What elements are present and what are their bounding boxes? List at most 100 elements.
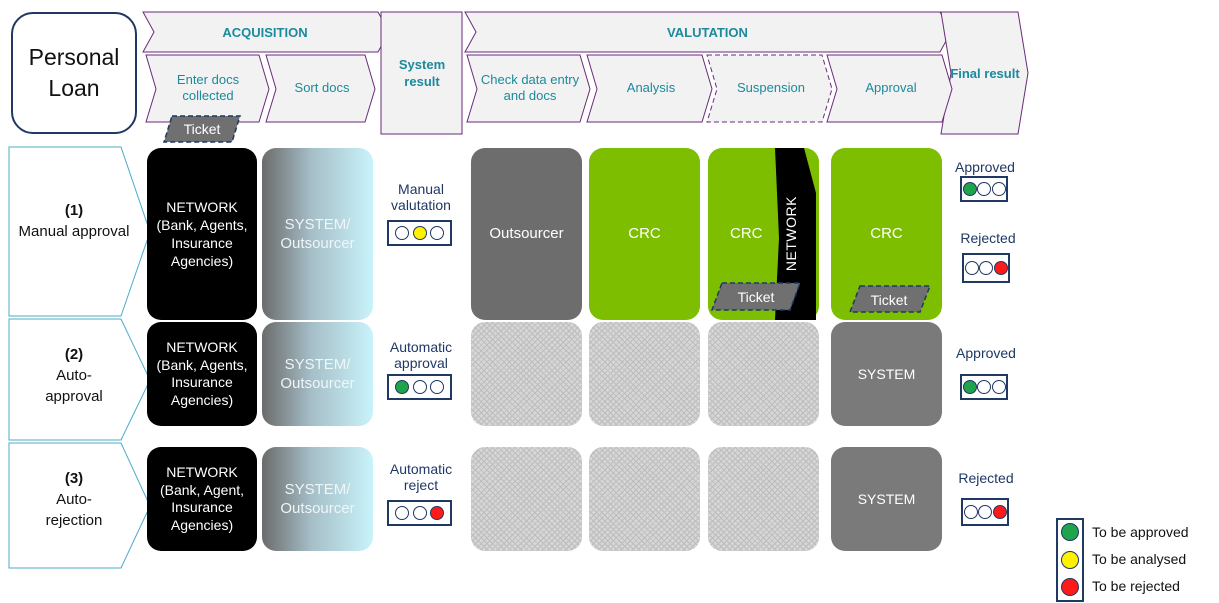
row-2-arrow — [8, 318, 151, 441]
light-off-icon — [963, 505, 978, 519]
final-approved-label-row1: Approved — [955, 159, 1015, 175]
step-analysis-label: Analysis — [626, 79, 676, 95]
card-empty-analysis-row3 — [589, 447, 700, 551]
light-off-icon — [991, 182, 1006, 196]
card-outsourcer-row1: Outsourcer — [471, 148, 582, 320]
traffic-light-auto-reject — [387, 500, 452, 526]
step-approval-label: Approval — [865, 79, 917, 95]
phase-final-result-arrow — [940, 11, 1029, 135]
ticket-label-approval: Ticket — [870, 291, 908, 308]
phase-valutation-arrow — [464, 11, 952, 53]
card-crc-analysis-row1: CRC — [589, 148, 700, 320]
card-system-outsourcer-row2: SYSTEM/ Outsourcer — [262, 322, 373, 426]
step-sort-docs-arrow — [265, 54, 376, 123]
ticket-label-enter-docs: Ticket — [183, 121, 221, 137]
step-approval-arrow — [826, 54, 953, 123]
title-box: Personal Loan — [11, 12, 137, 134]
traffic-light-auto-approval — [387, 374, 452, 400]
row-3-title: (3) Auto-rejection — [14, 468, 134, 531]
ticket-shape-enter-docs — [162, 115, 242, 143]
card-crc-suspension-label: CRC — [730, 225, 763, 243]
step-check-data-arrow — [466, 54, 591, 123]
light-off-icon — [394, 506, 409, 520]
light-off-icon — [430, 226, 445, 240]
legend-label-analysed: To be analysed — [1092, 551, 1187, 567]
row-3-arrow — [8, 442, 151, 569]
row-2-number: (2) — [64, 346, 84, 363]
light-off-icon — [977, 380, 991, 394]
card-system-approval-row3: SYSTEM — [831, 447, 942, 551]
network-suspension-arrow — [775, 148, 816, 320]
light-off-icon — [430, 380, 445, 394]
light-yellow-icon — [412, 226, 427, 240]
light-off-icon — [964, 261, 979, 275]
row-1-arrow — [8, 146, 151, 317]
traffic-light-final-approved-row1 — [960, 176, 1008, 202]
ticket-shape-suspension — [710, 282, 802, 311]
light-off-icon — [412, 380, 427, 394]
light-green-icon — [962, 380, 977, 394]
ticket-shape-approval — [848, 285, 932, 313]
phase-system-result-arrow — [380, 11, 463, 135]
traffic-light-final-approved-row2 — [960, 374, 1008, 400]
row-1-number: (1) — [64, 202, 84, 219]
light-red-icon — [993, 261, 1008, 275]
card-system-approval-row2: SYSTEM — [831, 322, 942, 426]
phase-acquisition-arrow — [142, 11, 390, 53]
light-off-icon — [979, 261, 993, 275]
legend-green-icon — [1061, 523, 1079, 541]
row-1-title: (1) Manual approval — [14, 200, 134, 242]
light-red-icon — [992, 505, 1007, 519]
step-enter-docs-label: Enter docs collected — [176, 71, 240, 103]
card-network-row3: NETWORK (Bank, Agent, Insurance Agencies… — [147, 447, 257, 551]
step-suspension-arrow — [706, 54, 833, 123]
legend-label-rejected: To be rejected — [1092, 578, 1180, 594]
light-red-icon — [430, 506, 445, 520]
final-rejected-label-row1: Rejected — [960, 230, 1016, 246]
card-network-row2: NETWORK (Bank, Agents, Insurance Agencie… — [147, 322, 257, 426]
row-3-name: Auto-rejection — [45, 491, 103, 529]
light-green-icon — [962, 182, 977, 196]
step-suspension-label: Suspension — [737, 79, 805, 95]
step-sort-docs-label: Sort docs — [294, 79, 350, 95]
traffic-light-final-rejected-row3 — [961, 498, 1009, 526]
card-empty-suspension-row2 — [708, 322, 819, 426]
row-1-name: Manual approval — [18, 223, 130, 240]
system-result-auto-approval-label: Automatic approval — [389, 339, 453, 372]
legend-red-icon — [1061, 578, 1079, 596]
card-empty-check-row3 — [471, 447, 582, 551]
row-2-title: (2) Auto-approval — [14, 344, 134, 407]
card-empty-analysis-row2 — [589, 322, 700, 426]
step-check-data-label: Check data entry and docs — [480, 71, 580, 103]
traffic-light-final-rejected-row1 — [962, 253, 1010, 283]
card-empty-suspension-row3 — [708, 447, 819, 551]
legend-yellow-icon — [1061, 551, 1079, 569]
light-green-icon — [394, 380, 409, 394]
phase-valutation-label: VALUTATION — [667, 24, 748, 40]
final-approved-label-row2: Approved — [956, 345, 1016, 361]
diagram-title: Personal Loan — [28, 43, 120, 101]
card-empty-check-row2 — [471, 322, 582, 426]
light-off-icon — [394, 226, 409, 240]
ticket-label-suspension: Ticket — [737, 289, 775, 305]
card-system-outsourcer-row1: SYSTEM/ Outsourcer — [262, 148, 373, 320]
light-off-icon — [977, 182, 991, 196]
phase-acquisition-label: ACQUISITION — [222, 24, 308, 40]
system-result-auto-reject-label: Automatic reject — [389, 461, 453, 494]
card-system-outsourcer-row3: SYSTEM/ Outsourcer — [262, 447, 373, 551]
legend-label-approved: To be approved — [1092, 524, 1189, 540]
row-3-number: (3) — [64, 470, 84, 487]
step-analysis-arrow — [586, 54, 713, 123]
light-off-icon — [412, 506, 427, 520]
card-network-row1: NETWORK (Bank, Agents, Insurance Agencie… — [147, 148, 257, 320]
light-off-icon — [991, 380, 1006, 394]
step-enter-docs-arrow — [145, 54, 270, 123]
light-off-icon — [978, 505, 992, 519]
phase-final-result-label: Final result — [950, 65, 1020, 81]
phase-system-result-label: System result — [398, 57, 446, 89]
system-result-manual-label: Manual valutation — [391, 181, 451, 214]
final-rejected-label-row3: Rejected — [958, 470, 1014, 486]
row-2-name: Auto-approval — [45, 367, 103, 405]
